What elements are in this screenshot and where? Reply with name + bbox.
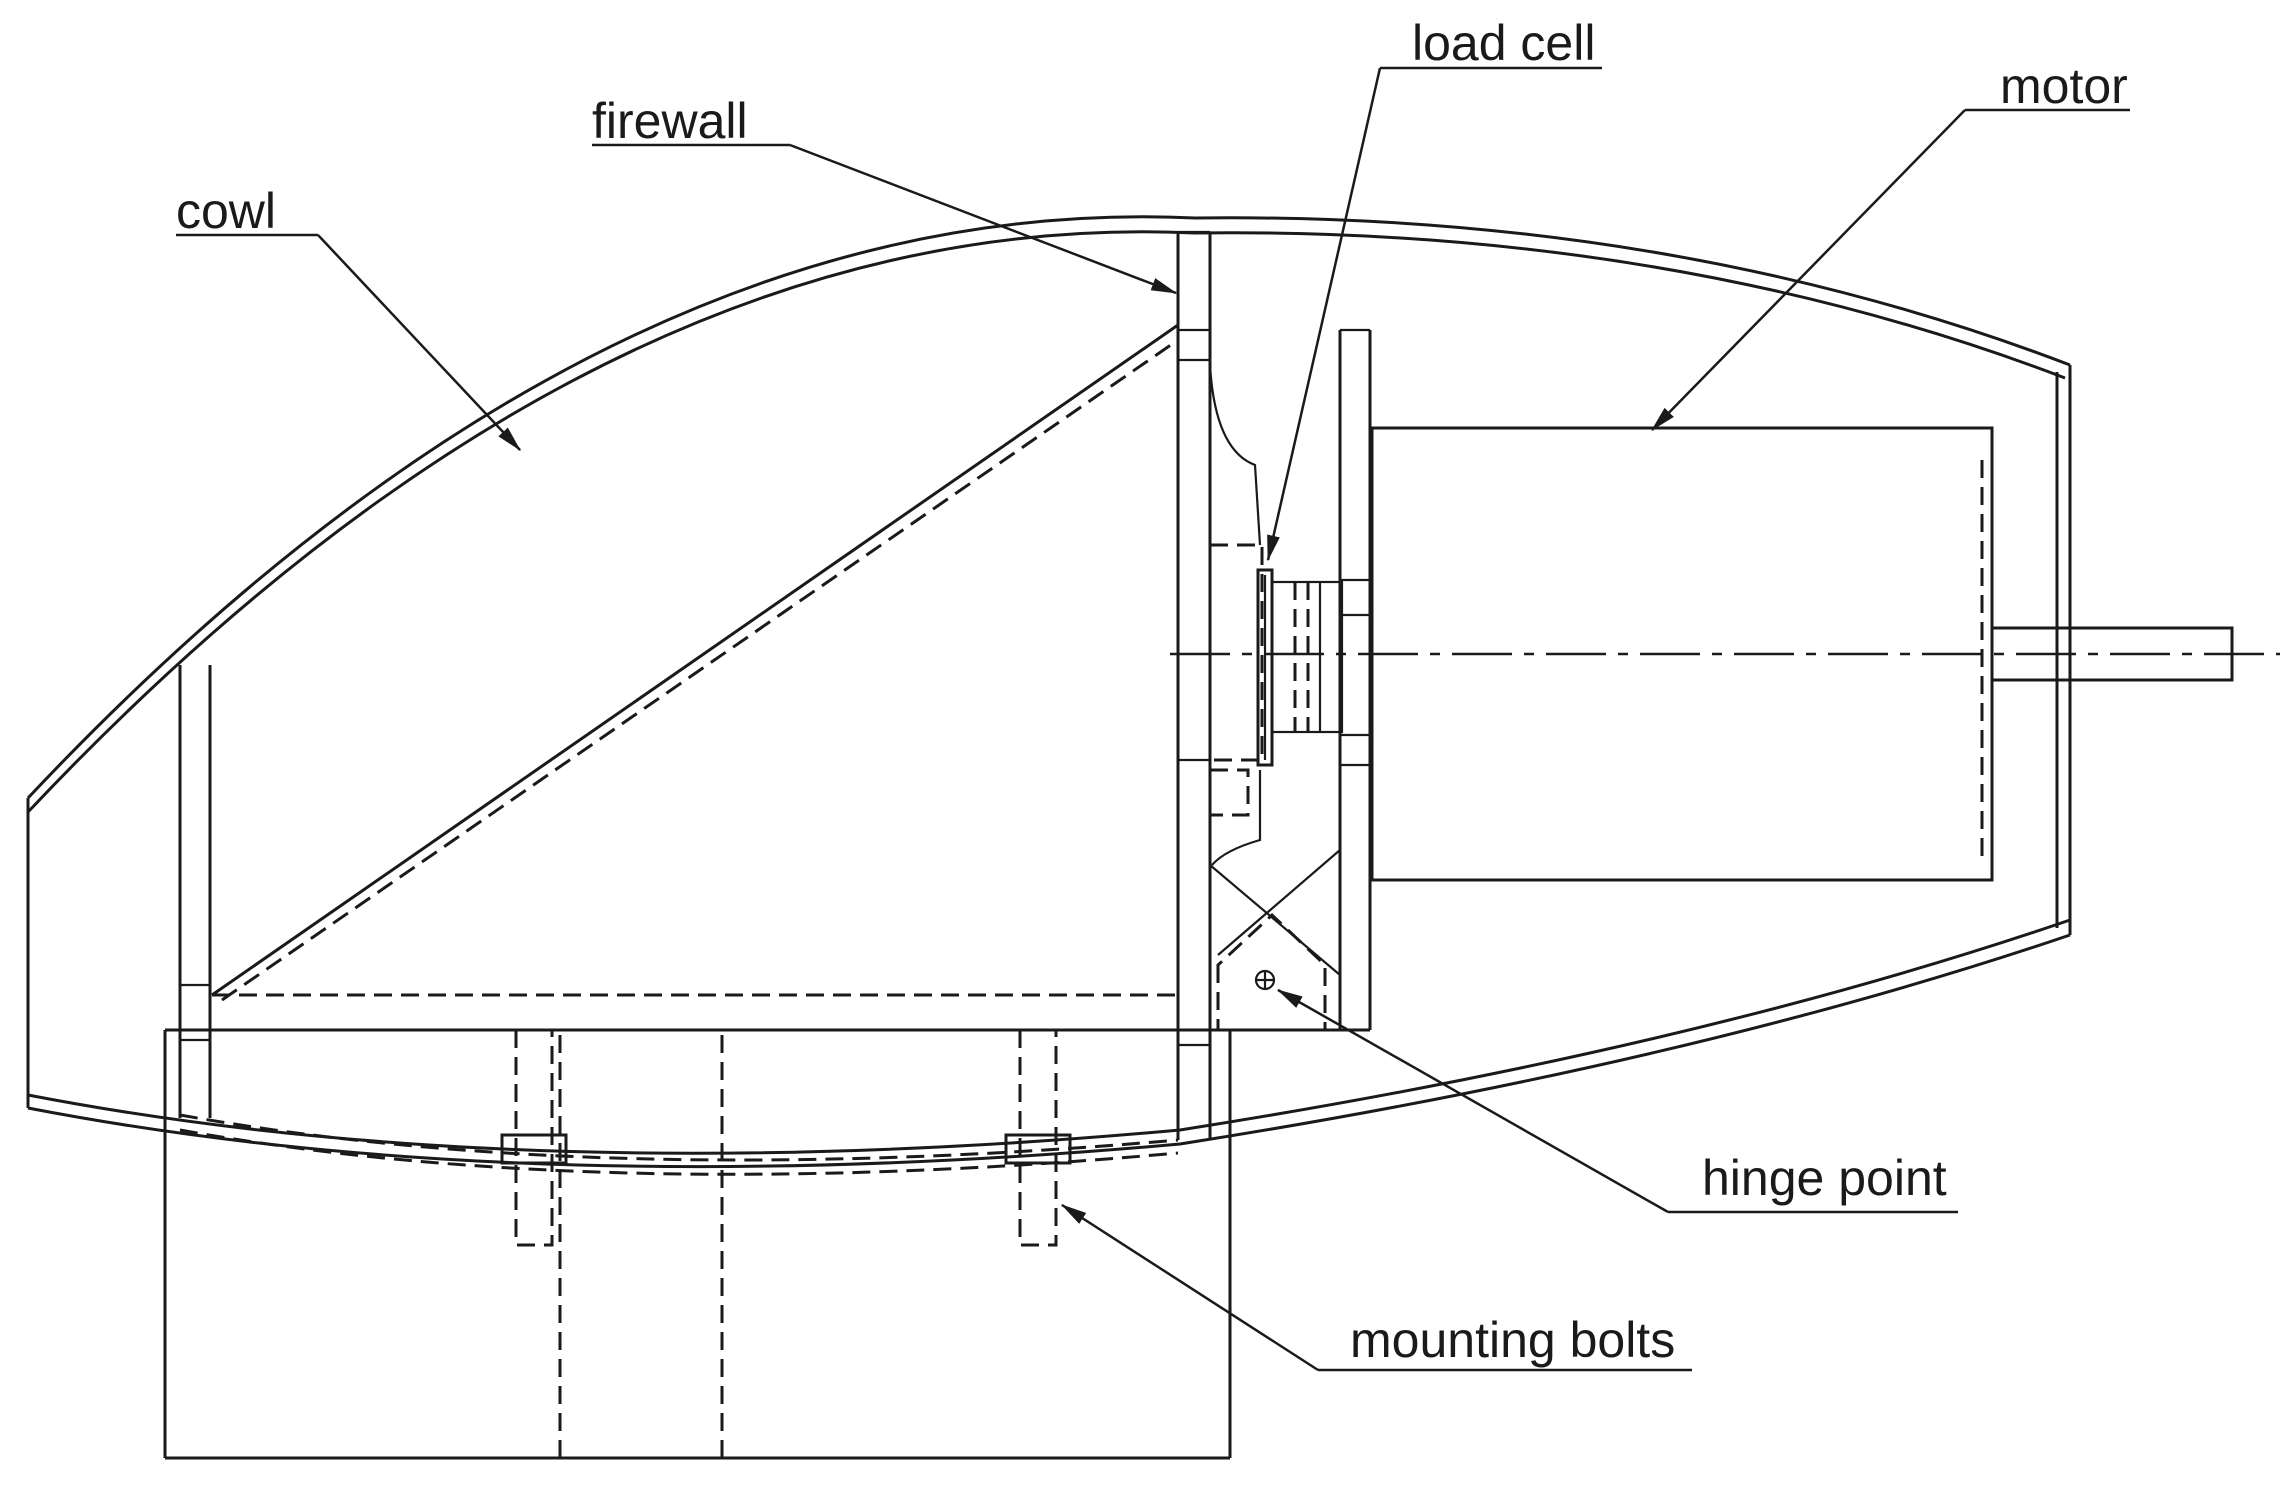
label-motor: motor <box>2000 58 2128 114</box>
callout-load-cell: load cell <box>1266 15 1602 562</box>
label-firewall: firewall <box>592 93 748 149</box>
mounting-bolt-left <box>500 1030 568 1247</box>
label-mounting-bolts: mounting bolts <box>1350 1312 1675 1368</box>
diagonal-brace <box>211 323 1179 1002</box>
front-bulkhead <box>178 665 212 1118</box>
load-cell-block <box>1256 568 1344 767</box>
mounting-bolt-right <box>1004 1030 1072 1247</box>
hinge-bracket <box>1209 849 1341 1032</box>
label-hinge-point: hinge point <box>1702 1150 1947 1206</box>
callout-hinge-point: hinge point <box>1276 988 1958 1214</box>
label-cowl: cowl <box>176 183 276 239</box>
callout-mounting-bolts: mounting bolts <box>1060 1203 1692 1372</box>
callout-motor: motor <box>1651 58 2130 431</box>
callout-cowl: cowl <box>176 183 521 451</box>
cowl-shell <box>26 215 2072 1169</box>
firewall-plate <box>1176 230 1264 1140</box>
callout-firewall: firewall <box>592 93 1178 295</box>
label-load-cell: load cell <box>1412 15 1595 71</box>
mounting-base <box>163 1028 1370 1460</box>
motor-flange <box>1338 328 1372 1032</box>
